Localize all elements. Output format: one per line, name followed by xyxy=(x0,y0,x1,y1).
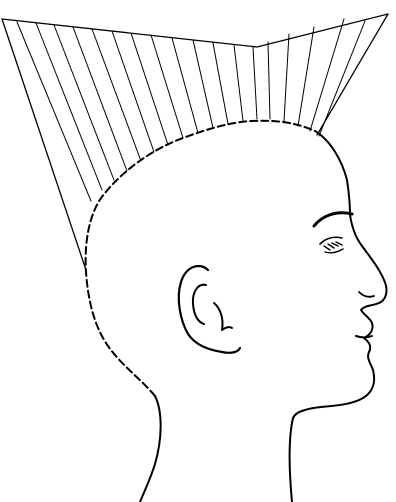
elevation-line xyxy=(73,27,127,171)
elevation-line xyxy=(193,40,213,128)
elevation-line xyxy=(268,42,270,119)
ear-inner xyxy=(193,285,206,324)
elevation-line xyxy=(284,34,289,121)
left-guide-line xyxy=(2,19,86,270)
elevation-line xyxy=(54,25,114,180)
elevation-line xyxy=(36,23,102,190)
head-profile xyxy=(293,131,386,418)
eye-lashes xyxy=(324,242,342,250)
elevation-line xyxy=(298,27,314,126)
elevation-line xyxy=(131,33,168,145)
guide-outline xyxy=(2,14,388,270)
top-guide-line xyxy=(2,14,388,47)
eye-lower-lid xyxy=(325,249,343,253)
mouth xyxy=(356,336,372,338)
back-neck-line xyxy=(140,396,161,502)
elevation-line xyxy=(151,35,183,138)
ear xyxy=(179,266,240,353)
dashed-hairline xyxy=(86,121,315,396)
elevation-line xyxy=(172,38,198,133)
ear-outer xyxy=(179,266,240,353)
elevation-line xyxy=(213,43,228,124)
front-neck-line xyxy=(290,418,294,502)
eye xyxy=(320,237,343,253)
elevation-line xyxy=(253,47,257,119)
elevation-line xyxy=(112,31,154,152)
ear-lobe xyxy=(214,303,232,330)
nostril xyxy=(359,292,374,297)
elevation-lines xyxy=(17,19,365,201)
eyebrow xyxy=(314,213,352,226)
elevation-line xyxy=(310,19,344,131)
elevation-line xyxy=(234,45,243,121)
